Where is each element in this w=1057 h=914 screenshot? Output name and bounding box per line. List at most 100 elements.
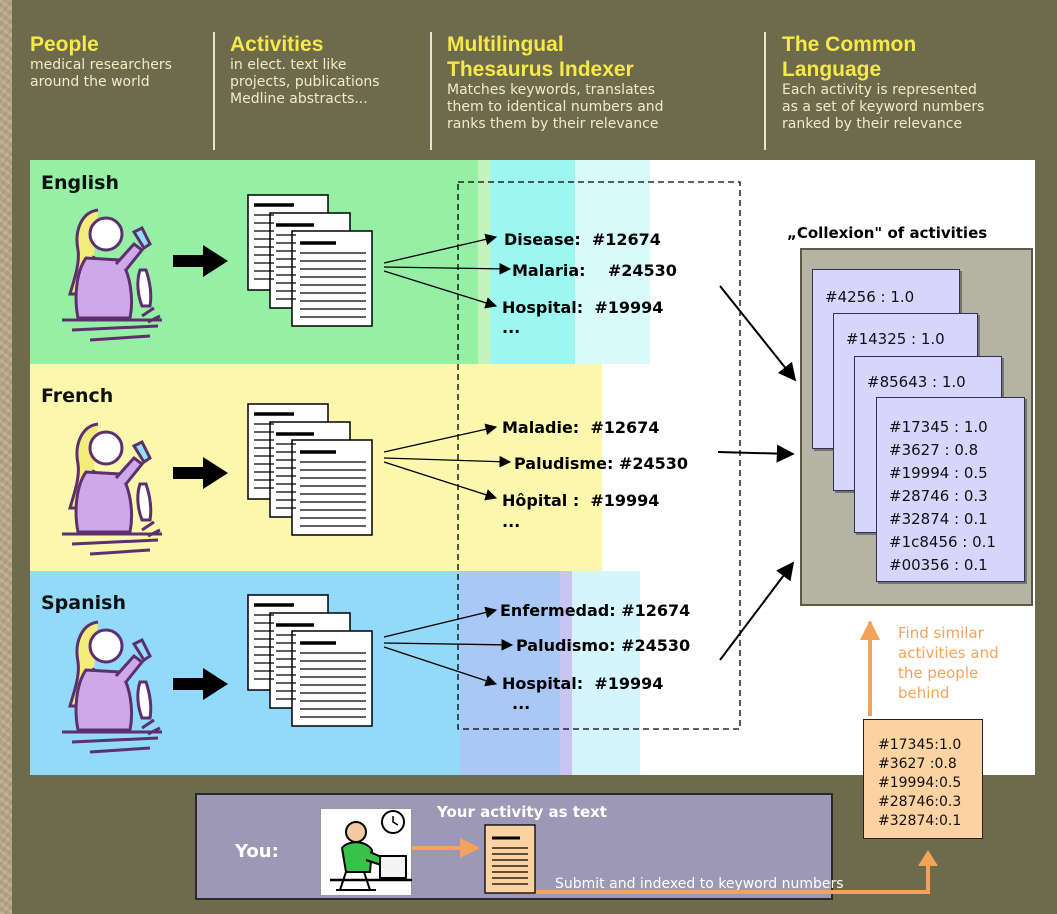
header-line: Medline abstracts... [230,91,368,107]
keyword-code: #24530 [618,454,689,473]
orange-arrowhead [918,850,938,866]
keyword-term: Hospital: [502,298,584,317]
keyword-french-hopital: Hôpital : #19994 [502,491,659,510]
keyword-term: Paludisme: [514,454,614,473]
your-keyword: #17345:1.0 [878,737,962,753]
your-keyword: #28746:0.3 [878,794,962,810]
header-activities: Activities in elect. text like projects,… [230,32,420,108]
find-similar-line: Find similar [898,624,984,642]
keyword-spanish-hospital: Hospital: #19994 [502,674,663,693]
keyword-term: Paludismo: [516,636,616,655]
keyword-spanish-enfermedad: Enfermedad: #12674 [500,601,690,620]
keyword-code: #19994 [594,298,664,317]
keyword-code: #19994 [594,674,664,693]
keyword-arrows [383,233,514,687]
find-similar-line: behind [898,684,950,702]
documents-french [246,402,374,537]
keyword-code: #12674 [590,418,660,437]
keyword-french-paludisme: Paludisme: #24530 [514,454,688,473]
you-label: You: [235,841,279,862]
your-keyword-list: #17345:1.0 #3627 :0.8 #19994:0.5 #28746:… [863,719,983,839]
your-keyword: #19994:0.5 [878,775,962,791]
card-line: #19994 : 0.5 [889,464,988,482]
find-similar-line: activities and [898,644,999,662]
keyword-ellipsis: ... [502,318,521,337]
keyword-term: Enfermedad: [500,601,616,620]
header-line: as a set of keyword numbers [782,99,985,115]
thick-arrows [173,245,228,700]
card-line: #28746 : 0.3 [889,487,988,505]
card-line: #4256 : 1.0 [825,288,915,306]
header-title-line2: Thesaurus Indexer [447,58,634,81]
overlay-strip [478,160,490,364]
header-title: Activities [230,33,324,56]
header-line: them to identical numbers and [447,99,664,115]
keyword-french-maladie: Maladie: #12674 [502,418,659,437]
header-line: in elect. text like [230,57,347,73]
card-line: #3627 : 0.8 [889,441,979,459]
keyword-term: Disease: [504,230,581,249]
keyword-english-disease: Disease: #12674 [504,230,661,249]
documents-spanish [246,593,374,728]
overlay-strip [575,160,650,364]
keyword-english-malaria: Malaria: #24530 [512,261,677,280]
collexion-arrows [717,285,797,661]
documents-english [246,193,374,328]
keyword-code: #12674 [621,601,691,620]
indexer-dashed-box [457,181,741,730]
card-line: #32874 : 0.1 [889,510,988,528]
overlay-strip [572,571,640,775]
header-divider [430,32,432,150]
overlay-strip [490,160,575,364]
user-at-desk-icon [330,810,412,891]
card-line: #1c8456 : 0.1 [889,533,996,551]
collexion-title: „Collexion" of activities [787,224,988,242]
keyword-spanish-paludismo: Paludismo: #24530 [516,636,690,655]
card-line: #14325 : 1.0 [846,330,945,348]
header-title: People [30,33,99,56]
your-activity-document [484,824,536,894]
header-divider [764,32,766,150]
keyword-term: Hôpital : [502,491,580,510]
card-line: #85643 : 1.0 [867,373,966,391]
header-divider [213,32,215,150]
header-line: medical researchers [30,57,172,73]
language-label-french: French [41,385,114,407]
your-keyword: #32874:0.1 [878,813,962,829]
keyword-code: #19994 [590,491,660,510]
keyword-code: #24530 [621,636,691,655]
header-line: around the world [30,74,150,90]
header-title: The Common [782,33,917,56]
language-label-english: English [41,172,119,194]
researcher-english [60,208,164,342]
keyword-term: Malaria: [512,261,586,280]
keyword-term: Maladie: [502,418,580,437]
header-line: Each activity is represented [782,82,977,98]
language-label-spanish: Spanish [41,592,126,614]
activity-card-front: #17345 : 1.0 #3627 : 0.8 #19994 : 0.5 #2… [876,397,1025,582]
card-line: #17345 : 1.0 [889,418,988,436]
keyword-ellipsis: ... [512,694,531,713]
header-line: ranked by their relevance [782,116,963,132]
header-title-line2: Language [782,58,882,81]
researcher-spanish [60,620,164,754]
find-similar-text: Find similar activities and the people b… [898,623,999,703]
keyword-code: #12674 [591,230,661,249]
overlay-strip [460,571,560,775]
header-title: Multilingual [447,33,564,56]
your-keyword: #3627 :0.8 [878,756,957,772]
keyword-term: Hospital: [502,674,584,693]
overlay-strip [560,571,572,775]
header-people: People medical researchers around the wo… [30,32,210,91]
header-line: projects, publications [230,74,380,90]
header-common-language: The Common Language Each activity is rep… [782,32,1047,133]
header-line: Matches keywords, translates [447,82,656,98]
header-indexer: Multilingual Thesaurus Indexer Matches k… [447,32,747,133]
submit-label: Submit and indexed to keyword numbers [555,876,844,892]
card-line: #00356 : 0.1 [889,556,988,574]
keyword-ellipsis: ... [502,512,521,531]
find-similar-line: the people [898,664,979,682]
keyword-english-hospital: Hospital: #19994 [502,298,663,317]
